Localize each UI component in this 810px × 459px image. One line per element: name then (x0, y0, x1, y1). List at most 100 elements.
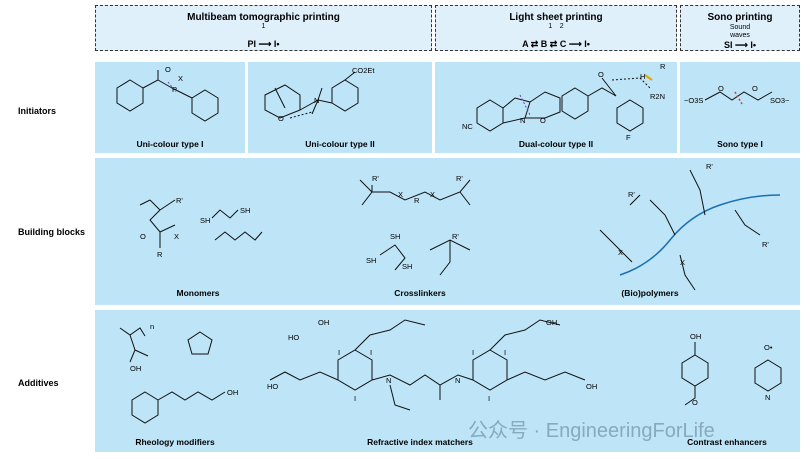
atom-label: R' (706, 162, 713, 171)
atom-label: SO3− (770, 96, 790, 105)
atom-label: O (692, 398, 698, 407)
caption-sono-type-1: Sono type I (717, 139, 763, 149)
atom-label: X (174, 232, 180, 241)
atom-label: O (752, 84, 758, 93)
atom-label: O (540, 116, 546, 125)
header-reaction: 1 PI ⟶ I• (96, 23, 431, 50)
atom-label: n (150, 322, 155, 331)
atom-label: R' (372, 174, 379, 183)
caption-biopolymers: (Bio)polymers (621, 288, 679, 298)
header-reaction: 1 2 A ⇄ B ⇄ C ⟶ I• (436, 23, 676, 50)
caption-dual-colour-type-2: Dual-colour type II (518, 139, 594, 149)
caption-uni-colour-type-1: Uni-colour type I (136, 139, 204, 149)
panel-sono-type-1 (680, 62, 800, 153)
panel-building-blocks (95, 158, 800, 305)
panel-dual-colour-type-2 (435, 62, 677, 153)
atom-label: R (414, 196, 420, 205)
benzene-ring (191, 89, 219, 122)
atom-label: N (314, 96, 320, 105)
panel-uni-colour-type-1 (95, 62, 245, 153)
benzene-ring (116, 79, 144, 112)
watermark: 公众号 · EngineeringForLife (468, 420, 715, 442)
reaction-text: PI ⟶ I• (247, 39, 280, 49)
step-label: 1 (261, 23, 266, 30)
atom-label: O• (764, 343, 773, 352)
atom-label: R' (452, 232, 459, 241)
atom-label: R' (628, 190, 635, 199)
caption-refractive-index-matchers: Refractive index matchers (367, 437, 473, 447)
atom-label: OH (546, 318, 558, 327)
atom-label: SH (240, 206, 251, 215)
benzene-ring (131, 391, 159, 424)
atom-label: OH (690, 332, 702, 341)
atom-label: I (354, 394, 357, 403)
atom-label: I (504, 348, 507, 357)
atom-label: OH (130, 364, 142, 373)
atom-label: SH (366, 256, 377, 265)
header-light-sheet: Light sheet printing 1 2 A ⇄ B ⇄ C ⟶ I• (435, 5, 677, 51)
atom-label: −O3S (684, 96, 704, 105)
atom-label: O (718, 84, 724, 93)
atom-label: X (680, 258, 686, 267)
atom-label: R2N (650, 92, 666, 101)
atom-label: F (626, 133, 631, 142)
step-label: 1 (548, 23, 553, 30)
atom-label: OH (318, 318, 330, 327)
caption-contrast-enhancers: Contrast enhancers (687, 437, 767, 447)
atom-label: I (370, 348, 373, 357)
benzene-ring (681, 354, 709, 387)
step-label: 2 (559, 23, 564, 30)
atom-label: CO2Et (352, 66, 375, 75)
header-title: Sono printing (707, 12, 773, 23)
atom-label: R (157, 250, 163, 259)
caption-crosslinkers: Crosslinkers (394, 288, 446, 298)
atom-label: O (140, 232, 146, 241)
atom-label: SH (200, 216, 211, 225)
atom-label: OH (227, 388, 239, 397)
benzene-ring (616, 99, 644, 132)
atom-label: O (598, 70, 604, 79)
benzene-ring (476, 99, 504, 132)
atom-label: N (455, 376, 461, 385)
atom-label: H (640, 72, 646, 81)
row-label-building-blocks: Building blocks (18, 227, 86, 237)
atom-label: HO (267, 382, 279, 391)
atom-label: O (278, 114, 284, 123)
atom-label: OH (586, 382, 598, 391)
atom-label: N (386, 376, 392, 385)
benzene-ring (331, 79, 359, 112)
header-title: Multibeam tomographic printing (187, 12, 340, 23)
caption-monomers: Monomers (176, 288, 220, 298)
reaction-text: SI ⟶ I• (723, 40, 757, 50)
atom-label: N (520, 116, 526, 125)
atom-label: O (165, 65, 171, 74)
header-multibeam: Multibeam tomographic printing 1 PI ⟶ I• (95, 5, 432, 51)
piperidine-ring (754, 359, 782, 392)
atom-label: R' (176, 196, 183, 205)
atom-label: SH (390, 232, 401, 241)
row-label-additives: Additives (18, 378, 59, 388)
atom-label: N (765, 393, 771, 402)
atom-label: NC (462, 122, 473, 131)
caption-rheology-modifiers: Rheology modifiers (135, 437, 215, 447)
atom-label: SH (402, 262, 413, 271)
atom-label: X (430, 190, 436, 199)
atom-label: I (488, 394, 491, 403)
atom-label: X (398, 190, 404, 199)
atom-label: X (178, 74, 184, 83)
benzene-ring (337, 349, 373, 391)
reaction-text: A ⇄ B ⇄ C ⟶ I• (522, 39, 590, 49)
caption-uni-colour-type-2: Uni-colour type II (305, 139, 375, 149)
atom-label: I (472, 348, 475, 357)
header-sono: Sono printing Sound waves SI ⟶ I• (680, 5, 800, 51)
benzene-ring (472, 349, 508, 391)
atom-label: HO (288, 333, 300, 342)
carbonate-ring (187, 331, 213, 355)
atom-label: R' (762, 240, 769, 249)
atom-label: R (660, 62, 666, 71)
atom-label: I (338, 348, 341, 357)
atom-label: R' (456, 174, 463, 183)
header-title: Light sheet printing (509, 12, 603, 23)
